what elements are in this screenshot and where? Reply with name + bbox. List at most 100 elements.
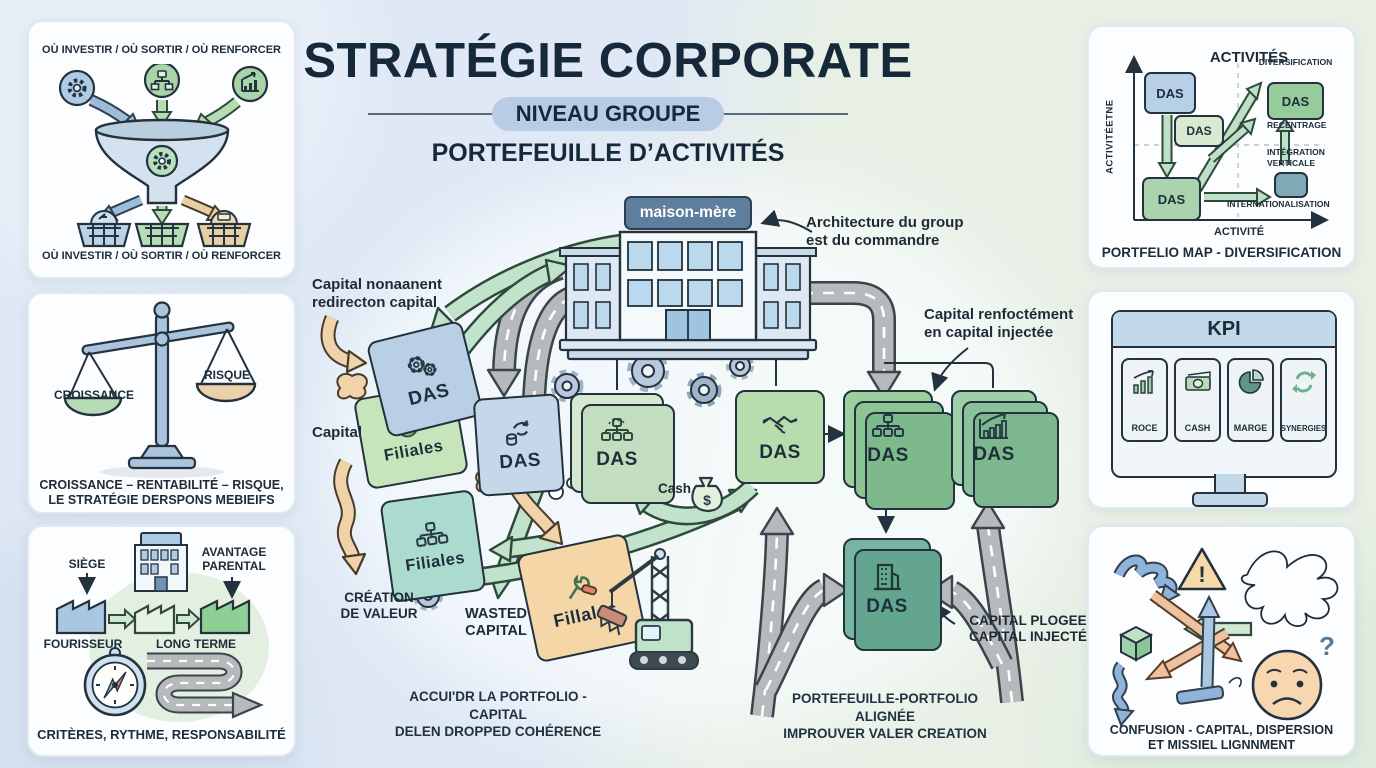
das-label: DAS — [973, 443, 1015, 465]
das-box-org: DAS — [570, 393, 664, 493]
basket-blue — [76, 210, 132, 248]
wrench-icon — [568, 574, 598, 600]
org-chart-icon — [872, 413, 904, 437]
kpi-card-cash: CASH — [1174, 358, 1221, 442]
cube-icon — [1118, 625, 1154, 662]
synergy-arrows-icon — [1291, 371, 1316, 393]
orange-arrow-down-left — [1144, 627, 1230, 681]
growth-chart-icon — [979, 412, 1008, 439]
map-das-box: DAS — [1267, 82, 1324, 120]
kpi-label: MARGE — [1233, 423, 1268, 433]
kpi-card-roce: ROCE — [1121, 358, 1168, 442]
curl — [1228, 676, 1242, 688]
das-box-handshake: DAS — [735, 390, 825, 484]
gear-icon — [58, 69, 96, 107]
das-label: DAS — [759, 441, 801, 463]
header: STRATÉGIE CORPORATE NIVEAU GROUPE PORTEF… — [298, 0, 918, 168]
warning-exclamation: ! — [1198, 562, 1205, 587]
confusion-caption-line1: CONFUSION - CAPITAL, DISPERSION — [1109, 723, 1334, 737]
map-das-box: DAS — [1144, 72, 1196, 114]
panel-investment-funnel: OÙ INVESTIR / OÙ SORTIR / OÙ RENFORCER O… — [27, 20, 296, 279]
kpi-title: KPI — [1113, 312, 1335, 348]
das-box-transfer: DAS — [472, 393, 566, 497]
filiales-label: Filiales — [404, 548, 467, 575]
headquarters-building-icon — [134, 532, 188, 592]
map-das-box-small — [1274, 172, 1308, 198]
winding-road-arrow — [147, 652, 264, 719]
avantage-label-line2: PARENTAL — [202, 559, 266, 574]
reinforce-annotation-arrow — [931, 347, 969, 392]
pie-chart-icon — [1238, 369, 1264, 394]
panel-portfolio-map: ACTIVITÉS ACTIVITÉETNE ACTIVITÉ DAS DAS … — [1087, 25, 1356, 269]
das-box-gears: DAS — [365, 319, 485, 439]
factory-icon-blue — [55, 599, 107, 635]
recentrage-label: RECENTRAGE — [1267, 120, 1327, 130]
fourisseur-label: FOURISSEUR — [43, 637, 123, 651]
map-y-axis-label: ACTIVITÉETNE — [1104, 99, 1116, 175]
fillales-box-wrench: Fillales — [515, 532, 649, 664]
funnel-shape — [94, 118, 230, 205]
risque-label: RISQUE — [203, 368, 250, 382]
annotation-capital: Capital — [312, 424, 363, 441]
level-badge: NIVEAU GROUPE — [491, 97, 725, 132]
maison-mere-banner: maison-mère — [624, 196, 752, 230]
funnel-bottom-label: OÙ INVESTIR / OÙ SORTIR / OÙ RENFORCER — [42, 250, 281, 262]
arrow-right — [108, 607, 137, 631]
balance-scale-illustration — [63, 301, 257, 478]
maison-mere-building: maison-mère — [558, 196, 818, 362]
avantage-label-line1: AVANTAGE — [201, 545, 267, 559]
page-subtitle: PORTEFEUILLE D’ACTIVITÉS — [431, 139, 785, 168]
divider-line — [368, 113, 498, 116]
criteria-illustration — [55, 532, 269, 722]
kpi-card-synergies: SYNERGIES — [1280, 358, 1327, 442]
diversification-label: DIVERSIFICATION — [1258, 57, 1333, 67]
beige-arrow-capital-down — [333, 458, 367, 576]
basket-green — [134, 222, 190, 248]
org-chart-icon — [143, 64, 181, 99]
map-das-box: DAS — [1174, 115, 1224, 147]
building-illustration — [558, 230, 818, 361]
divider-line — [718, 113, 848, 116]
map-title: ACTIVITÉS — [1209, 49, 1289, 66]
blue-up-arrow — [1197, 594, 1221, 688]
balance-caption-line1: CROISSANCE – RENTABILITÉ – RISQUE, — [39, 478, 284, 492]
panel-kpi: KPI ROCE CA — [1087, 290, 1356, 509]
confusion-illustration: ! — [1112, 547, 1339, 727]
panel-criteria: SIÈGE AVANTAGE PARENTAL FOURISSEUR LONG … — [27, 525, 296, 757]
das-box-building: DAS — [843, 538, 931, 640]
warning-triangle-icon — [1177, 547, 1227, 591]
das-label: DAS — [866, 595, 908, 617]
funnel-top-label: OÙ INVESTIR / OÙ SORTIR / OÙ RENFORCER — [42, 44, 281, 56]
road-building-to-das — [802, 281, 902, 400]
building-icon — [874, 563, 901, 590]
factory-icon-green — [199, 599, 251, 635]
das-box-growth: DAS — [951, 390, 1037, 486]
balance-caption-line2: LE STRATÉGIE DERSPONS MEBIEIFS — [48, 493, 275, 507]
blue-squiggle-arrow — [1112, 661, 1135, 727]
zigzag-arrow-icon — [1113, 554, 1181, 607]
das-label: DAS — [596, 448, 638, 470]
kpi-card-marge: MARGE — [1227, 358, 1274, 442]
confusion-caption-line2: ET MISSIEL LIGNNMENT — [1148, 738, 1295, 752]
long-terme-label: LONG TERME — [156, 637, 236, 651]
blue-bar — [1175, 685, 1225, 705]
das-label: DAS — [498, 449, 542, 473]
factory-icon-outline — [133, 604, 176, 635]
shadow — [100, 466, 224, 478]
growth-chart-icon — [231, 65, 269, 103]
kpi-label: SYNERGIES — [1280, 424, 1327, 433]
road-bottom-left-up — [750, 506, 795, 718]
torn-paper-bit — [336, 372, 368, 400]
worried-face-icon — [1251, 649, 1323, 721]
das-label: DAS — [867, 444, 909, 466]
integration-label-line1: INTÉGRATION — [1267, 147, 1325, 157]
kpi-label: CASH — [1184, 423, 1211, 433]
siege-label: SIÈGE — [68, 557, 106, 571]
annotation-cash: Cash — [658, 481, 692, 496]
